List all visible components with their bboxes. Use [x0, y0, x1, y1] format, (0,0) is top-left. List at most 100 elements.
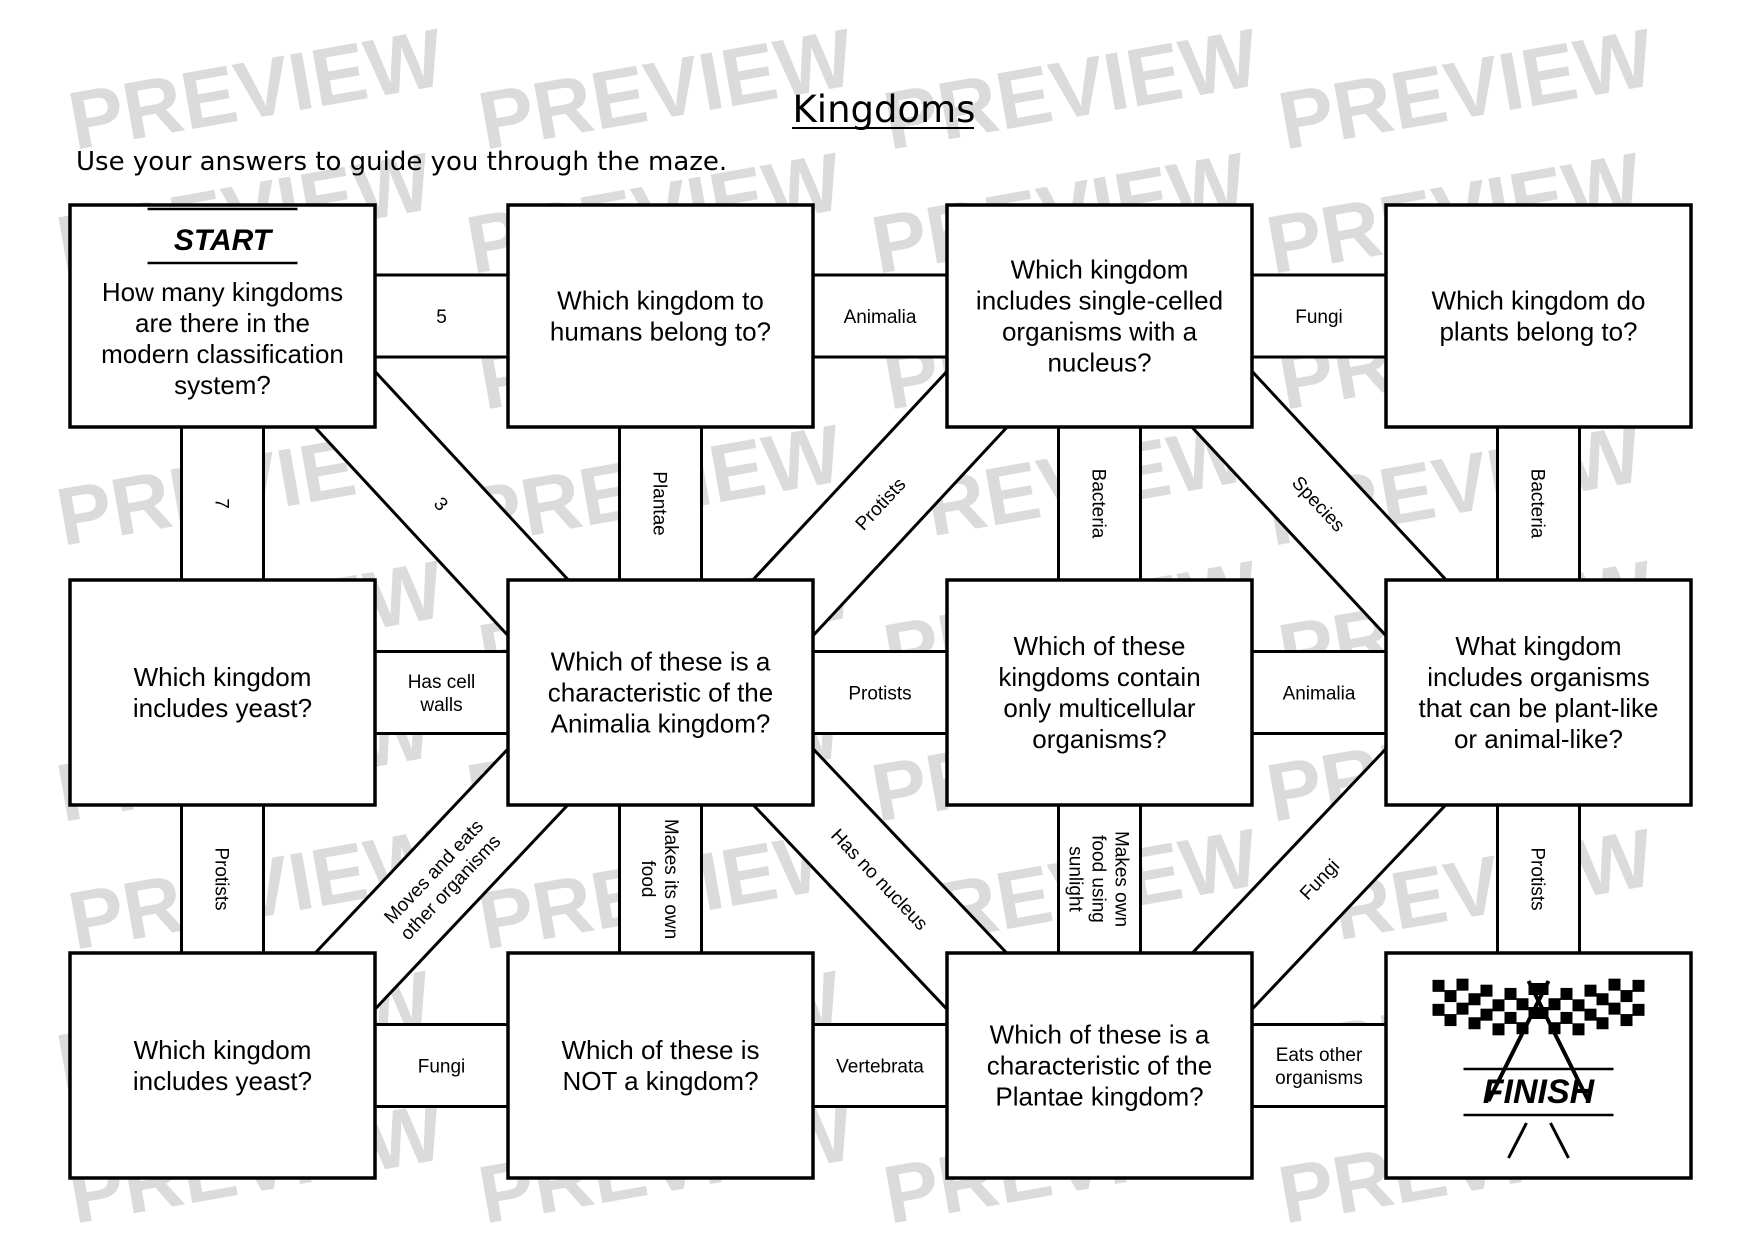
connector-label-line: walls	[419, 695, 462, 716]
flag-check	[1516, 998, 1529, 1011]
box-question-line: Which kingdom	[134, 662, 312, 692]
box-question-line: modern classification	[101, 339, 344, 369]
box-border	[506, 951, 815, 1180]
connector-label-line: Eats other	[1276, 1045, 1363, 1066]
connector-edge	[1220, 772, 1477, 1043]
flag-check	[1632, 979, 1645, 992]
connector-label-line: 5	[436, 307, 447, 328]
flag-check	[1504, 1011, 1517, 1024]
connector-label: Animalia	[1283, 684, 1356, 705]
box-question-line: humans belong to?	[550, 317, 771, 347]
connector-band	[813, 651, 947, 734]
connector-band	[375, 1024, 508, 1107]
connector-edge	[343, 338, 600, 614]
flag-check	[1584, 1008, 1597, 1021]
box-question-line: NOT a kingdom?	[562, 1066, 758, 1096]
connector-b9-b10: Fungi	[375, 1023, 508, 1108]
flag-check	[1596, 1017, 1609, 1030]
box-border	[945, 203, 1254, 429]
box-border	[68, 578, 377, 807]
connector-b7-b8: Animalia	[1252, 650, 1386, 735]
connector-b1-b2: 5	[375, 273, 508, 359]
checkered-flag-icon	[1486, 978, 1645, 1102]
flag-check	[1584, 984, 1597, 997]
box-question-line: includes yeast?	[133, 1066, 312, 1096]
flag-check	[1504, 987, 1517, 1000]
connector-b2-b6: Plantae	[618, 427, 703, 580]
connector-b1-b5: 7	[180, 427, 265, 580]
flag-check	[1444, 990, 1457, 1003]
connector-label: Protists	[848, 684, 911, 705]
connector-label-line: food using	[1088, 835, 1109, 923]
connector-b6-b7: Protists	[813, 650, 947, 735]
connector-band	[375, 275, 508, 357]
connector-edge	[781, 393, 1039, 669]
box-border	[945, 578, 1254, 807]
connector-label: Vertebrata	[836, 1057, 924, 1078]
connector-b2-b3: Animalia	[813, 273, 947, 359]
box-question-line: Which kingdom	[134, 1035, 312, 1065]
connector-label: Fungi	[418, 1057, 466, 1078]
box-question-line: Which kingdom	[1011, 255, 1189, 285]
flag-check	[1632, 1003, 1645, 1016]
connector-label: 7	[211, 498, 232, 509]
flag-check	[1536, 983, 1549, 995]
connector-band	[1058, 427, 1141, 580]
connector-label: Bacteria	[1088, 469, 1109, 539]
flag-check	[1560, 987, 1573, 1000]
connector-label-line: Makes own	[1111, 831, 1132, 927]
finish-stand	[1549, 1122, 1570, 1159]
flag-check	[1432, 1003, 1445, 1016]
connector-b8-b12: Protists	[1496, 805, 1581, 953]
box-question-line: organisms?	[1032, 724, 1166, 754]
connector-label: Bacteria	[1527, 469, 1548, 539]
finish-stand	[1507, 1122, 1528, 1159]
connector-label-line: Animalia	[844, 307, 917, 328]
worksheet-title: Kingdoms	[793, 88, 976, 131]
connector-b3-b7: Bacteria	[1057, 427, 1142, 580]
connector-label-line: sunlight	[1065, 846, 1086, 912]
connector-band	[375, 651, 508, 734]
flag-check	[1456, 978, 1469, 991]
connector-edge	[1220, 338, 1478, 614]
connector-band	[181, 427, 264, 580]
flag-check	[1456, 1002, 1469, 1015]
box-question-line: that can be plant-like	[1419, 693, 1659, 723]
start-label: START	[174, 224, 274, 257]
connector-band	[1252, 275, 1386, 357]
flag-check	[1608, 978, 1621, 991]
flag-pole	[1486, 980, 1551, 1102]
box-question-line: Which kingdom do	[1432, 286, 1646, 316]
flag-check	[1548, 1022, 1561, 1035]
connector-edge	[1161, 715, 1418, 986]
connector-band	[813, 275, 947, 357]
box-border	[1384, 203, 1693, 429]
box-question-line: are there in the	[135, 308, 310, 338]
box-question-line: nucleus?	[1047, 348, 1151, 378]
connector-label-line: 7	[211, 498, 232, 509]
box-question-line: What kingdom	[1455, 631, 1621, 661]
box-question-line: Which of these	[1014, 631, 1186, 661]
box-question-line: includes organisms	[1427, 662, 1650, 692]
box-question-line: only multicellular	[1003, 693, 1196, 723]
connector-label: Makes ownfood usingsunlight	[1065, 831, 1132, 927]
connector-label: Animalia	[844, 307, 917, 328]
connector-band	[1497, 805, 1580, 953]
box-question-line: Plantae kingdom?	[995, 1082, 1203, 1112]
connector-label: Fungi	[1295, 307, 1343, 328]
